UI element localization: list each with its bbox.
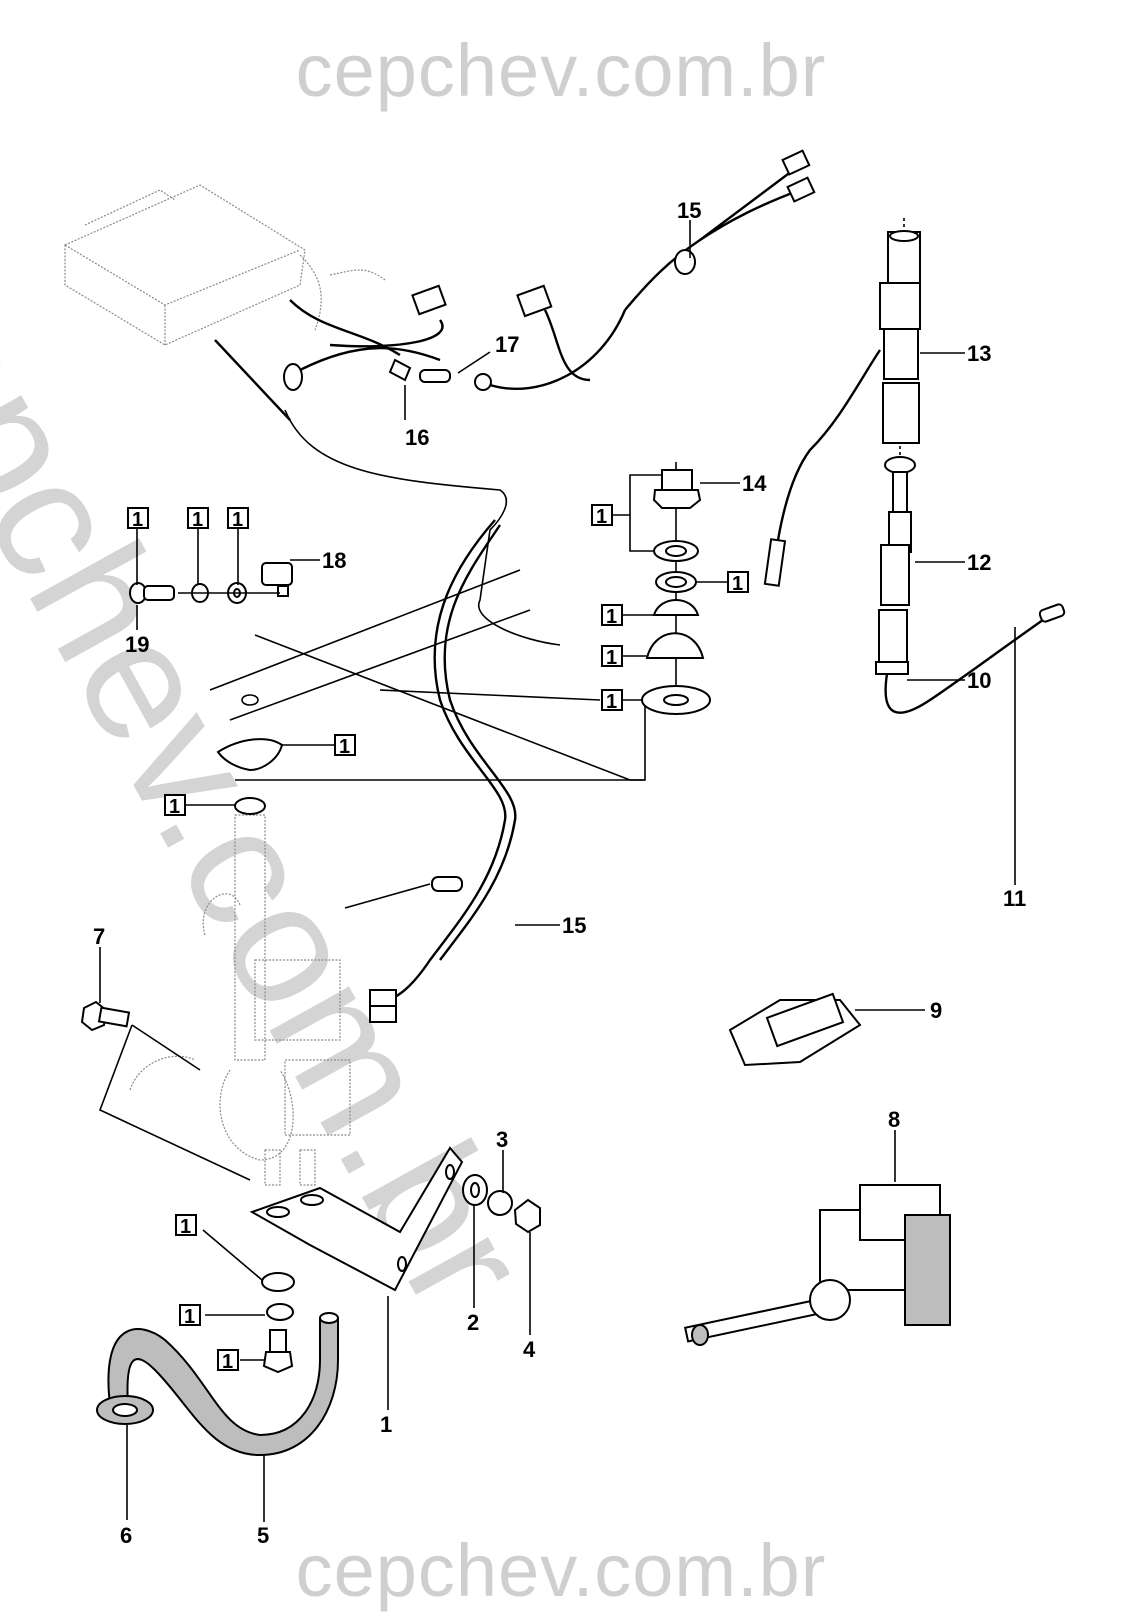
- svg-text:1: 1: [132, 509, 143, 531]
- callout-10: 10: [967, 668, 991, 693]
- callout-1: 1: [380, 1412, 392, 1437]
- callout-15-bottom: 15: [562, 913, 586, 938]
- callout-12: 12: [967, 550, 991, 575]
- vehicle-body-outline: [209, 409, 646, 781]
- ref-box: 1: [334, 734, 356, 758]
- bolt-7: [80, 1000, 251, 1181]
- callout-6: 6: [120, 1523, 132, 1548]
- antenna-nut-stack: [641, 462, 711, 715]
- leader-lines: [99, 220, 1016, 1522]
- callout-16: 16: [405, 425, 429, 450]
- callout-18: 18: [322, 548, 346, 573]
- callout-2: 2: [467, 1310, 479, 1335]
- ref-box: 1: [187, 507, 209, 531]
- watermark-bottom: cepchev.com.br: [295, 1529, 827, 1612]
- callout-7: 7: [93, 924, 105, 949]
- lower-fasteners: [261, 1272, 295, 1374]
- ref-box: 1: [591, 504, 613, 528]
- callout-5: 5: [257, 1523, 269, 1548]
- ref-box: 1: [127, 507, 149, 531]
- svg-text:1: 1: [232, 509, 243, 531]
- ref-box: 1: [601, 645, 623, 669]
- svg-text:1: 1: [732, 573, 743, 595]
- fasteners-2-3-4: [462, 1174, 541, 1234]
- ref-box: 1: [227, 507, 249, 531]
- antenna-motor-assembly: [129, 814, 351, 1186]
- ref-box: 1: [179, 1304, 201, 1328]
- fender-seal-parts: [216, 738, 284, 815]
- motor-8: [683, 1184, 951, 1346]
- callout-15-top: 15: [677, 198, 701, 223]
- callout-19: 19: [125, 632, 149, 657]
- svg-text:1: 1: [192, 509, 203, 531]
- callout-8: 8: [888, 1107, 900, 1132]
- antenna-mast: [763, 218, 1066, 714]
- svg-text:1: 1: [222, 1351, 233, 1373]
- svg-text:1: 1: [596, 506, 607, 528]
- callout-9: 9: [930, 998, 942, 1023]
- ref-box: 1: [217, 1349, 239, 1373]
- ref-box: 1: [601, 689, 623, 713]
- svg-text:1: 1: [606, 606, 617, 628]
- svg-text:1: 1: [169, 796, 180, 818]
- reference-boxes: 1 1 1 1 1 1 1 1 1 1 1 1 1: [127, 504, 749, 1373]
- cable-15-lower: [344, 519, 517, 1023]
- switch-9: [728, 992, 862, 1067]
- callout-4: 4: [523, 1337, 536, 1362]
- svg-text:1: 1: [606, 691, 617, 713]
- radio-unit: [64, 184, 386, 346]
- callout-11: 11: [1003, 886, 1026, 911]
- callout-3: 3: [496, 1127, 508, 1152]
- callout-17: 17: [495, 332, 519, 357]
- callout-13: 13: [967, 341, 991, 366]
- ref-box: 1: [601, 604, 623, 628]
- drain-hose: [96, 1312, 339, 1457]
- watermark-top: cepchev.com.br: [295, 29, 827, 112]
- callout-14: 14: [742, 471, 767, 496]
- svg-text:1: 1: [184, 1306, 195, 1328]
- small-hardware-18-19: [129, 562, 293, 604]
- svg-text:1: 1: [339, 736, 350, 758]
- svg-text:1: 1: [606, 647, 617, 669]
- ref-box: 1: [175, 1214, 197, 1238]
- svg-text:1: 1: [180, 1216, 191, 1238]
- antenna-cable: [214, 149, 816, 421]
- callout-numbers: 1 2 3 4 5 6 7 8 9 10 11 12 13 14 15 15 1…: [93, 198, 1026, 1548]
- ref-box: 1: [164, 794, 186, 818]
- ref-box: 1: [727, 571, 749, 595]
- bracket: [249, 1146, 464, 1292]
